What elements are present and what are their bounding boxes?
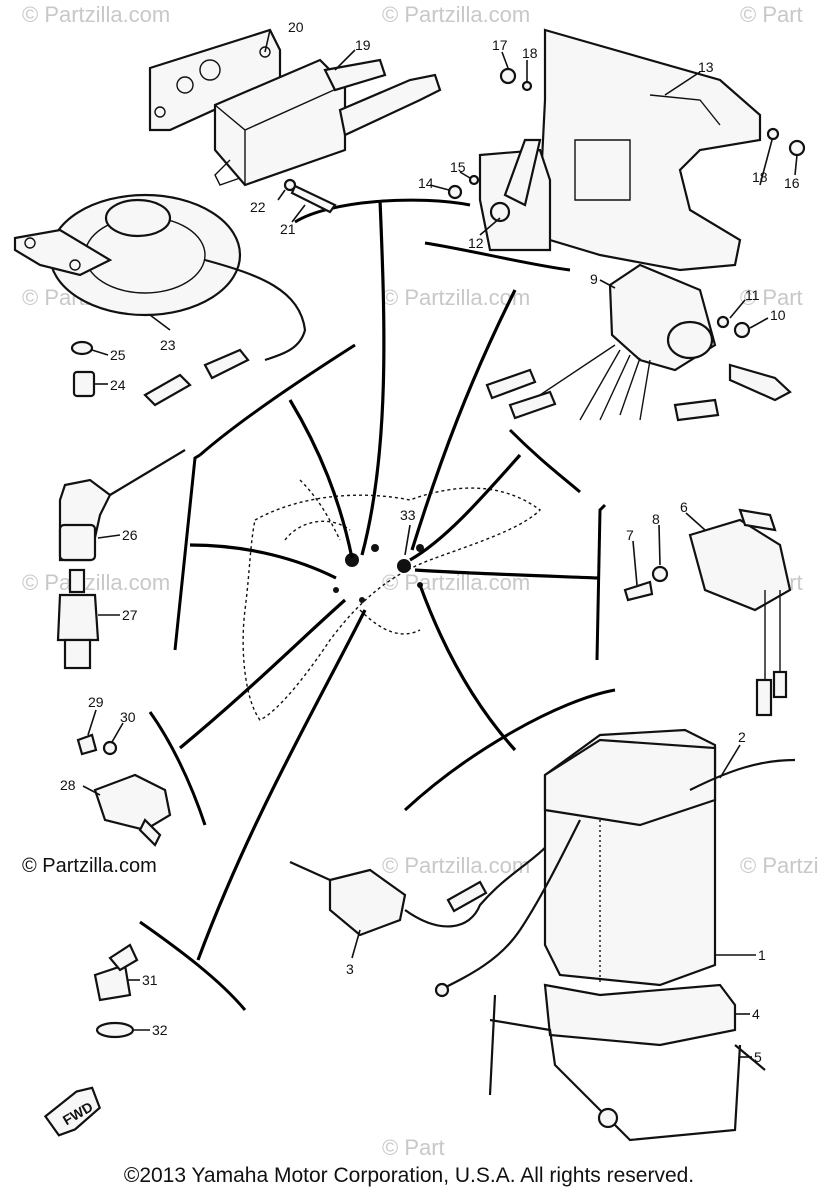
callout-5: 5 — [754, 1049, 762, 1065]
group-brackets — [139, 198, 616, 1011]
callout-23: 23 — [160, 337, 176, 353]
callout-10: 10 — [770, 307, 786, 323]
main-bracket — [538, 28, 762, 272]
callout-9: 9 — [590, 271, 598, 287]
yamaha-copyright-footer: ©2013 Yamaha Motor Corporation, U.S.A. A… — [123, 1164, 695, 1187]
horn — [13, 193, 307, 407]
spark-plug — [56, 568, 100, 670]
small-fasteners — [447, 67, 806, 200]
partzilla-copyright: © Partzilla.com — [22, 855, 157, 877]
starter-relay-bracket — [478, 138, 552, 252]
forward-arrow: FWD — [43, 1086, 102, 1137]
watermark: © Part — [740, 285, 803, 310]
callout-14: 14 — [418, 175, 434, 191]
callout-20: 20 — [288, 19, 304, 35]
callout-27: 27 — [122, 607, 138, 623]
neutral-switch — [76, 733, 172, 847]
callout-17: 17 — [492, 37, 508, 53]
callout-26: 26 — [122, 527, 138, 543]
callout-1: 1 — [758, 947, 766, 963]
main-switch — [485, 263, 792, 422]
relay-screws — [623, 565, 669, 602]
callout-11: 11 — [745, 287, 760, 303]
callout-21: 21 — [280, 221, 296, 237]
motorcycle-outline — [242, 479, 542, 721]
callout-30: 30 — [120, 709, 136, 725]
callout-13: 13 — [698, 59, 714, 75]
oil-level-switch — [93, 943, 139, 1039]
callout-24: 24 — [110, 377, 126, 393]
watermark: © Part — [382, 1135, 445, 1160]
watermark: © Partzilla.com — [382, 2, 530, 27]
fuse-holder — [289, 829, 561, 937]
watermark: © Partzilla.com — [382, 853, 530, 878]
horn-bolt — [70, 340, 96, 398]
switch-screws — [716, 315, 751, 339]
callout-8: 8 — [652, 511, 660, 527]
callout-3: 3 — [346, 961, 354, 977]
flasher-relay — [688, 508, 792, 717]
callout-25: 25 — [110, 347, 126, 363]
watermark: © Partzilla.com — [740, 853, 818, 878]
callout-32: 32 — [152, 1022, 168, 1038]
battery — [434, 728, 796, 998]
callout-28: 28 — [60, 777, 76, 793]
callout-6: 6 — [680, 499, 688, 515]
callout-18a: 18 — [522, 45, 538, 61]
callout-33: 33 — [400, 507, 416, 523]
callout-15: 15 — [450, 159, 466, 175]
lead-lines — [178, 199, 599, 961]
callout-16: 16 — [784, 175, 800, 191]
callout-2: 2 — [738, 729, 746, 745]
watermark: © Part — [740, 2, 803, 27]
callout-12: 12 — [468, 235, 484, 251]
spark-plug-cap — [58, 449, 186, 562]
callout-22: 22 — [250, 199, 266, 215]
callout-leaders — [82, 29, 798, 1058]
coil-screw — [283, 178, 337, 214]
watermark: © Partzilla.com — [22, 2, 170, 27]
callout-7: 7 — [626, 527, 634, 543]
callout-31: 31 — [142, 972, 158, 988]
battery-tray — [488, 983, 766, 1142]
callout-19: 19 — [355, 37, 371, 53]
callout-numbers: 1 2 3 4 5 6 7 8 9 10 11 12 13 14 15 16 1… — [60, 19, 800, 1065]
callout-18b: 18 — [752, 169, 768, 185]
callout-29: 29 — [88, 694, 104, 710]
watermark: © Partzilla.com — [22, 570, 170, 595]
ignition-coil — [213, 58, 442, 187]
callout-4: 4 — [752, 1006, 760, 1022]
